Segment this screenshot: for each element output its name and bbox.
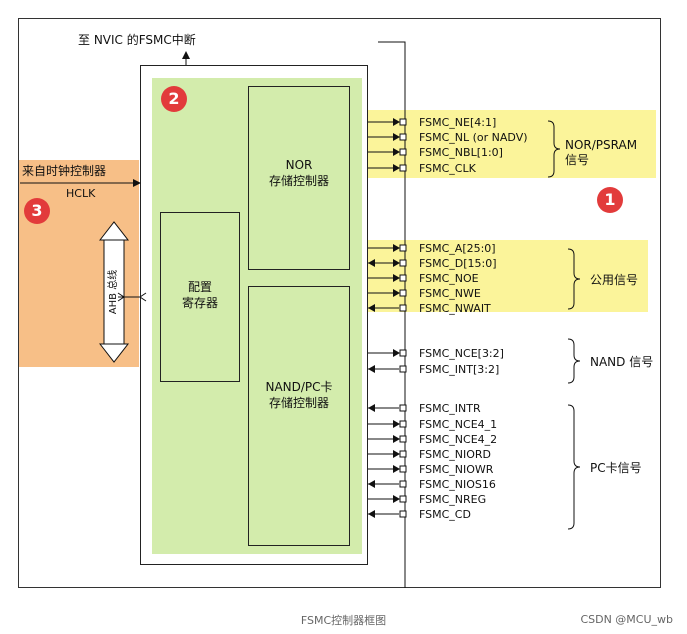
badge-1: 1 [597, 187, 623, 213]
nor-title: NOR [285, 158, 313, 172]
ahb-bus-label: AHB 总线 [108, 269, 119, 315]
pin-12 [399, 420, 407, 428]
pin-5 [399, 259, 407, 267]
arrow-in-11 [368, 404, 375, 412]
signal-nios16: FSMC_NIOS16 [419, 478, 496, 491]
pin-17 [399, 495, 407, 503]
nor-controller-block: NOR 存储控制器 [248, 86, 350, 270]
arrow-in-5 [368, 259, 375, 267]
nvic-interrupt-note: 至 NVIC 的FSMC中断 [78, 33, 196, 47]
pin-0 [399, 118, 407, 126]
figure-caption: FSMC控制器框图 [300, 614, 387, 627]
signal-cd: FSMC_CD [419, 508, 471, 521]
arrow-out-15 [393, 465, 400, 473]
config-title: 配置 [187, 280, 212, 294]
group-nor-psram-label: NOR/PSRAM 信号 [565, 138, 637, 168]
pin-1 [399, 133, 407, 141]
arrow-out-14 [393, 450, 400, 458]
pin-18 [399, 510, 407, 518]
arrow-in-16 [368, 480, 375, 488]
signal-d: FSMC_D[15:0] [419, 257, 497, 270]
nand-pc-controller-block: NAND/PC卡 存储控制器 [248, 286, 350, 546]
arrow-out-17 [393, 495, 400, 503]
signal-int32: FSMC_INT[3:2] [419, 363, 500, 376]
nor-psram-highlight [368, 110, 656, 178]
signal-nwe: FSMC_NWE [419, 287, 481, 300]
signal-nbl: FSMC_NBL[1:0] [419, 146, 503, 159]
signal-a: FSMC_A[25:0] [419, 242, 496, 255]
arrow-in-8 [368, 304, 375, 312]
pin-14 [399, 450, 407, 458]
arrow-out-12 [393, 420, 400, 428]
arrow-out-5 [393, 259, 400, 267]
arrow-out-3 [393, 164, 400, 172]
signal-niord: FSMC_NIORD [419, 448, 492, 461]
signal-clk: FSMC_CLK [419, 162, 476, 175]
pin-15 [399, 465, 407, 473]
signal-nce4-1: FSMC_NCE4_1 [419, 418, 498, 431]
arrow-out-13 [393, 435, 400, 443]
group-common-label: 公用信号 [590, 273, 639, 287]
signal-intr: FSMC_INTR [419, 402, 481, 415]
nand-subtitle: 存储控制器 [268, 396, 329, 411]
arrow-out-0 [393, 118, 400, 126]
pin-13 [399, 435, 407, 443]
pin-2 [399, 148, 407, 156]
hclk-label: HCLK [66, 187, 96, 200]
signal-niowr: FSMC_NIOWR [419, 463, 494, 476]
watermark: CSDN @MCU_wb [580, 613, 673, 626]
pin-11 [399, 404, 407, 412]
pin-10 [399, 365, 407, 373]
arrow-out-4 [393, 244, 400, 252]
arrow-out-7 [393, 289, 400, 297]
signal-nwait: FSMC_NWAIT [419, 302, 491, 315]
nand-title: NAND/PC卡 [265, 380, 333, 394]
pin-8 [399, 304, 407, 312]
pin-9 [399, 349, 407, 357]
pin-3 [399, 164, 407, 172]
arrow-out-1 [393, 133, 400, 141]
nor-psram-line2: 信号 [565, 153, 590, 167]
arrow-out-6 [393, 274, 400, 282]
diagram-frame [18, 18, 661, 588]
badge-3: 3 [24, 198, 50, 224]
arrow-in-18 [368, 510, 375, 518]
common-signal-highlight [368, 240, 648, 312]
signal-ne: FSMC_NE[4:1] [419, 116, 497, 129]
arrow-out-2 [393, 148, 400, 156]
pin-6 [399, 274, 407, 282]
pin-7 [399, 289, 407, 297]
signal-nce32: FSMC_NCE[3:2] [419, 347, 504, 360]
signal-noe: FSMC_NOE [419, 272, 479, 285]
arrow-out-9 [393, 349, 400, 357]
config-subtitle: 寄存器 [181, 296, 218, 311]
group-pccard-label: PC卡信号 [590, 461, 642, 475]
signal-nce4-2: FSMC_NCE4_2 [419, 433, 498, 446]
arrow-in-10 [368, 365, 375, 373]
group-nand-label: NAND 信号 [590, 355, 654, 369]
fsmc-green-area [152, 78, 362, 554]
clock-controller-title: 来自时钟控制器 [22, 164, 107, 178]
signal-pins [368, 118, 407, 518]
nor-psram-line1: NOR/PSRAM [565, 138, 638, 152]
pin-4 [399, 244, 407, 252]
badge-2: 2 [161, 86, 187, 112]
signal-nreg: FSMC_NREG [419, 493, 487, 506]
nor-subtitle: 存储控制器 [268, 174, 329, 189]
config-register-block: 配置 寄存器 [160, 212, 240, 382]
pin-16 [399, 480, 407, 488]
signal-nl: FSMC_NL (or NADV) [419, 131, 528, 144]
